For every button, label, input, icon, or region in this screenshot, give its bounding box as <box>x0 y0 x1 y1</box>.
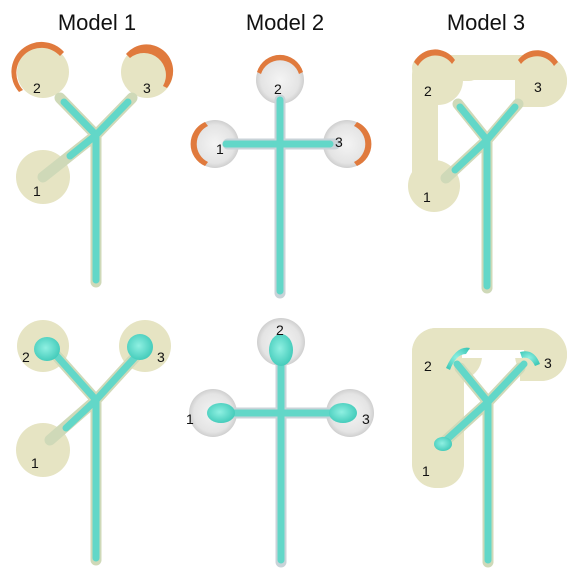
port-2-label: 2 <box>274 81 282 97</box>
model-3-title: Model 3 <box>446 10 526 35</box>
port-2-fluid <box>446 347 470 370</box>
port-1-pad <box>191 120 239 168</box>
port-2-label: 2 <box>22 349 30 365</box>
port-3-label: 3 <box>143 80 151 96</box>
port-3-pad <box>323 120 371 168</box>
port-3-deposit <box>126 44 174 88</box>
port-1-pad <box>412 436 464 488</box>
port-1-fluid <box>434 437 452 451</box>
port-2-label: 2 <box>33 80 41 96</box>
port-2-pad <box>413 55 463 105</box>
port-1-label: 1 <box>216 141 224 157</box>
port-1-deposit <box>190 122 208 166</box>
port-3-label: 3 <box>362 411 370 427</box>
port-1-label: 1 <box>33 183 41 199</box>
port-3-label: 3 <box>335 134 343 150</box>
channel <box>51 350 142 562</box>
port-2-label: 2 <box>276 322 284 338</box>
port-1-fluid <box>207 403 235 423</box>
port-2-fluid <box>269 334 293 366</box>
port-2-fluid <box>34 337 60 361</box>
port-2-deposit <box>414 49 455 66</box>
channel <box>216 346 347 564</box>
port-2-deposit <box>257 54 303 74</box>
model-1-bottom: 2 3 1 <box>16 320 171 566</box>
port-3-deposit <box>354 122 372 166</box>
port-3-deposit <box>518 50 558 66</box>
port-1-label: 1 <box>423 189 431 205</box>
port-3-pad <box>515 55 567 107</box>
model-2-top: 2 1 3 <box>190 54 372 299</box>
model-3-top: 2 3 1 <box>408 49 567 294</box>
port-3-pad <box>515 329 567 381</box>
channel <box>60 98 132 284</box>
port-3-label: 3 <box>544 355 552 371</box>
model-1-title: Model 1 <box>57 10 137 35</box>
channel <box>440 360 528 564</box>
channel <box>451 103 519 290</box>
port-3-fluid <box>329 403 357 423</box>
model-2-bottom: 2 1 3 <box>186 318 374 568</box>
port-3-label: 3 <box>534 79 542 95</box>
port-2-pad <box>412 329 464 381</box>
channel <box>222 96 334 295</box>
port-2-deposit <box>11 41 64 92</box>
port-2-pad <box>17 46 69 98</box>
port-3-fluid <box>127 334 153 360</box>
port-1-label: 1 <box>186 411 194 427</box>
model-1-top: 2 3 1 <box>11 41 174 288</box>
model-3-bottom: 2 3 1 <box>412 328 567 568</box>
model-2-title: Model 2 <box>245 10 325 35</box>
port-2-label: 2 <box>424 358 432 374</box>
port-1-label: 1 <box>422 463 430 479</box>
port-1-label: 1 <box>31 455 39 471</box>
port-2-label: 2 <box>424 83 432 99</box>
port-3-label: 3 <box>157 349 165 365</box>
port-3-fluid <box>520 351 540 366</box>
port-2-pad <box>256 56 304 104</box>
